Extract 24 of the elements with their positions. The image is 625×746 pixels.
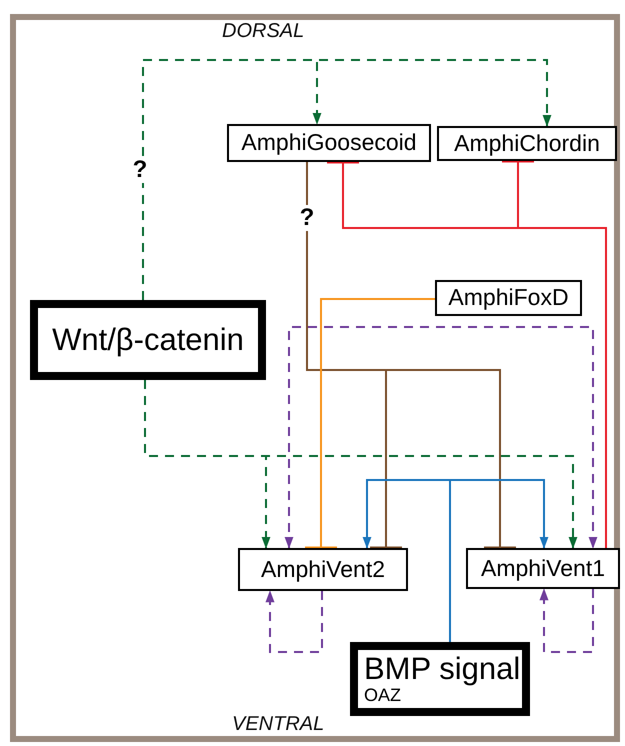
node-label: AmphiGoosecoid — [241, 130, 417, 156]
gene-box — [435, 280, 582, 316]
gene-box — [437, 126, 617, 161]
node-subtitle: OAZ — [364, 686, 402, 706]
node-label: AmphiVent1 — [480, 556, 606, 582]
gene-box — [466, 548, 620, 589]
gene-box — [350, 642, 530, 716]
inhibition-line — [304, 298, 435, 550]
node-label: AmphiVent2 — [260, 556, 386, 582]
arrow — [284, 326, 598, 549]
arrow — [449, 479, 548, 642]
node-label: Wnt/β-catenin — [52, 322, 244, 358]
gene-box — [238, 548, 408, 591]
edge-label: ? — [300, 205, 314, 231]
node-label: AmphiChordin — [454, 130, 600, 156]
arrow — [266, 590, 323, 653]
axis-label: DORSAL — [222, 20, 304, 43]
arrow — [540, 588, 594, 653]
node-label: AmphiFoxD — [448, 285, 569, 311]
axis-label: VENTRAL — [232, 713, 324, 736]
gene-box — [227, 124, 431, 162]
gene-box — [30, 300, 266, 380]
node-label: BMP signal — [364, 652, 520, 686]
edge-label: ? — [132, 157, 148, 183]
